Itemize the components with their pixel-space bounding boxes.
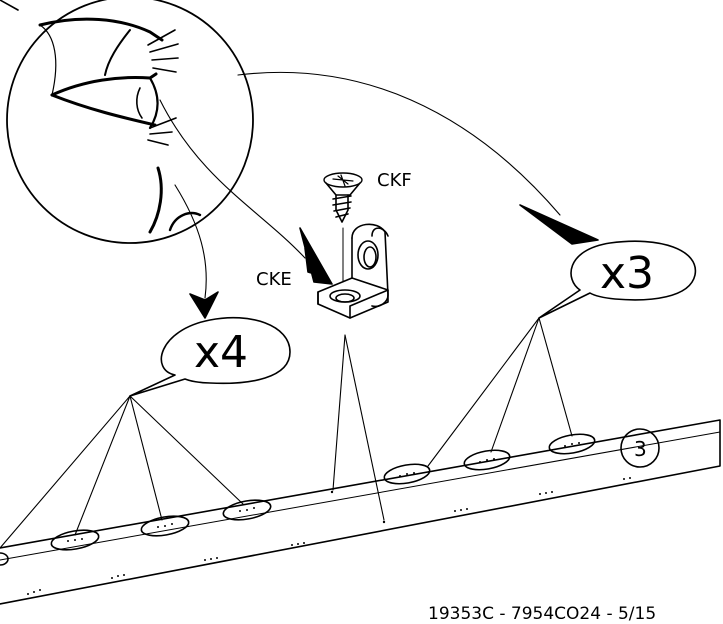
leader-lines-left xyxy=(0,395,244,549)
leader-lines-right xyxy=(427,317,573,467)
sight-line-1 xyxy=(159,99,306,259)
sight-line-3 xyxy=(237,71,561,216)
bracket-icon xyxy=(317,223,389,319)
arrowheads xyxy=(189,204,599,319)
panel-number-circle xyxy=(620,428,660,468)
sight-line-2 xyxy=(174,184,207,299)
screw-icon xyxy=(323,172,363,223)
hole-markers xyxy=(0,433,596,566)
leader-lines-bracket xyxy=(332,334,385,521)
bubble-x4 xyxy=(129,316,291,397)
inspection-magnifier xyxy=(0,0,254,244)
bubble-x3 xyxy=(538,240,697,319)
shelf-board xyxy=(0,419,721,605)
count-left-label: x4 xyxy=(194,327,248,378)
bracket-label: CKE xyxy=(256,269,292,290)
hole-dots xyxy=(27,477,631,595)
count-right-label: x3 xyxy=(600,248,654,299)
document-code: 19353C - 7954CO24 - 5/15 xyxy=(428,604,656,624)
screw-label: CKF xyxy=(377,170,412,191)
panel-number-label: 3 xyxy=(634,437,647,461)
